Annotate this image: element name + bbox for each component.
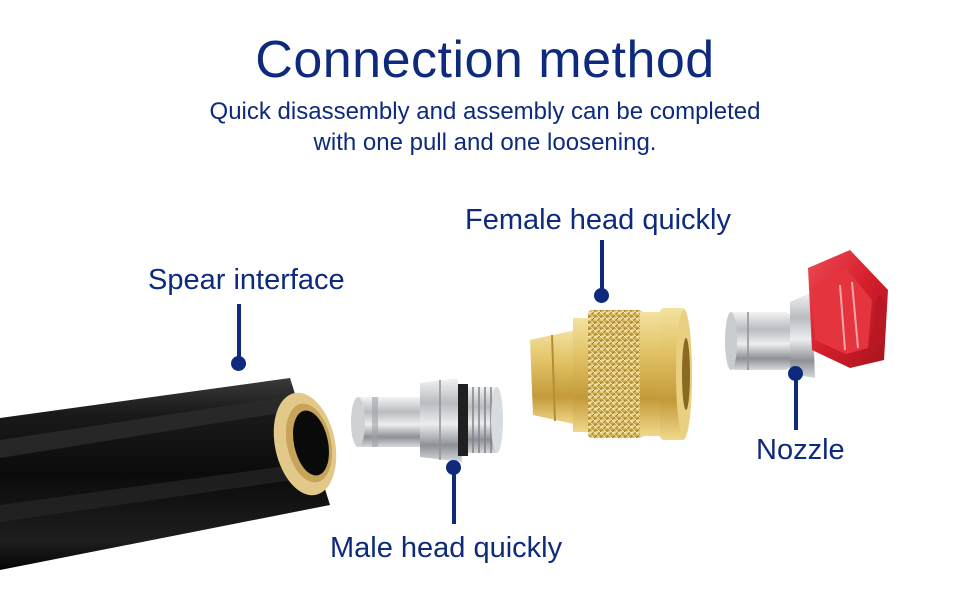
spear-interface-label: Spear interface (148, 264, 345, 296)
page-title: Connection method (255, 31, 715, 89)
spear-interface-leader (237, 304, 241, 360)
page-subtitle: Quick disassembly and assembly can be co… (0, 96, 970, 158)
male-head-leader (452, 468, 456, 524)
subtitle-line-1: Quick disassembly and assembly can be co… (209, 98, 761, 125)
female-head-marker (594, 288, 609, 303)
spear-wand (0, 378, 337, 570)
nozzle-tip (725, 250, 888, 378)
subtitle-line-2: with one pull and one loosening. (313, 129, 657, 156)
male-head-marker (446, 460, 461, 475)
female-head-label: Female head quickly (465, 204, 731, 236)
male-head-label: Male head quickly (330, 532, 563, 564)
male-plug (351, 378, 503, 462)
nozzle-leader (794, 372, 798, 430)
female-head-leader (600, 240, 604, 290)
female-coupler (530, 308, 692, 440)
nozzle-label: Nozzle (756, 434, 845, 466)
spear-interface-marker (231, 356, 246, 371)
